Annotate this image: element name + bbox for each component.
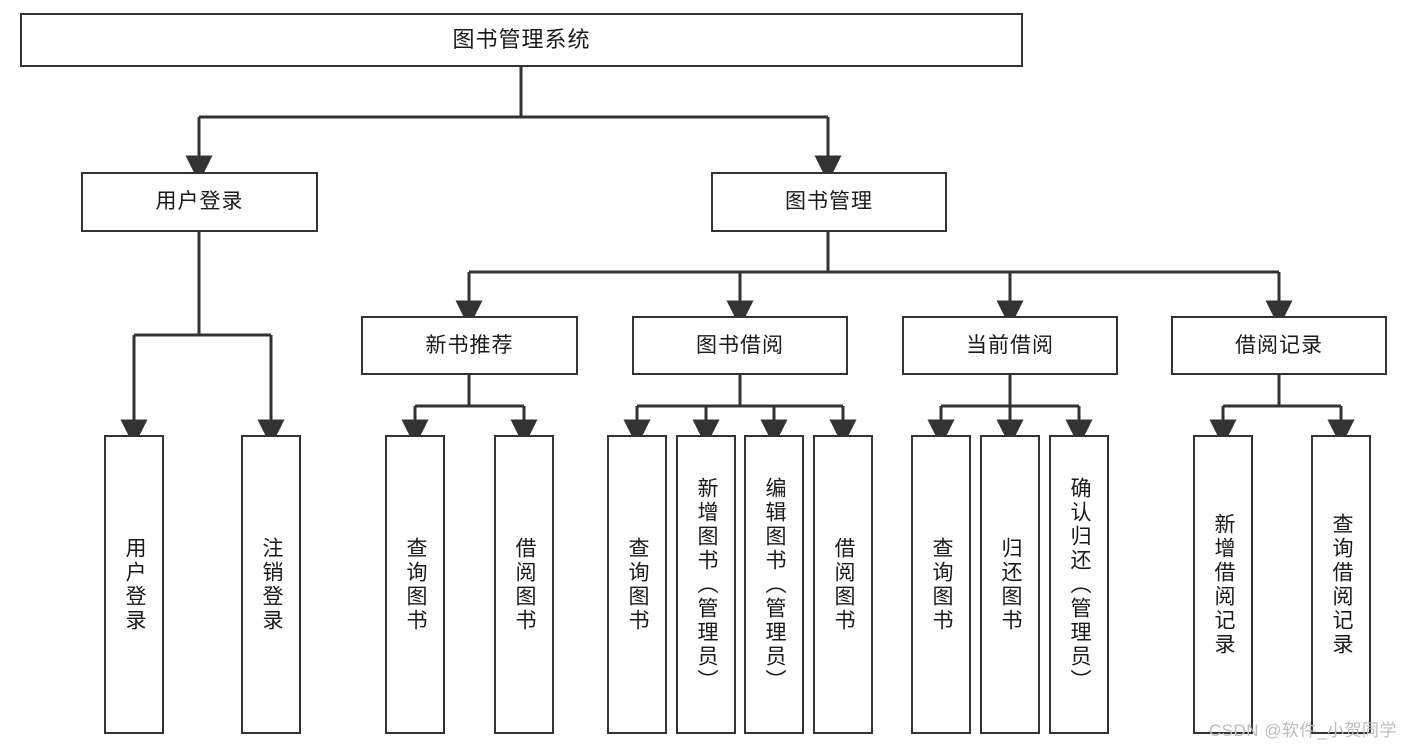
node-new-book-recommend[interactable]: 新书推荐 <box>361 316 578 375</box>
node-label: 编辑图书（管理员） <box>763 476 787 693</box>
node-current-borrow[interactable]: 当前借阅 <box>902 316 1118 375</box>
leaf-new-book-query[interactable]: 查询图书 <box>385 435 445 734</box>
leaf-records-query-record[interactable]: 查询借阅记录 <box>1311 435 1371 734</box>
leaf-current-confirm-return-admin[interactable]: 确认归还（管理员） <box>1049 435 1109 734</box>
leaf-user-login-signin[interactable]: 用户登录 <box>104 435 164 734</box>
leaf-borrow-add-book-admin[interactable]: 新增图书（管理员） <box>676 435 736 734</box>
node-label: 借阅记录 <box>1235 333 1323 357</box>
node-user-login[interactable]: 用户登录 <box>81 172 318 232</box>
node-label: 图书借阅 <box>696 333 784 357</box>
node-label: 图书管理系统 <box>452 26 591 52</box>
node-label: 当前借阅 <box>966 333 1054 357</box>
node-label: 确认归还（管理员） <box>1068 476 1092 693</box>
leaf-borrow-edit-book-admin[interactable]: 编辑图书（管理员） <box>744 435 804 734</box>
node-label: 借阅图书 <box>513 536 537 633</box>
node-label: 新增借阅记录 <box>1212 512 1236 657</box>
leaf-current-query-book[interactable]: 查询图书 <box>911 435 971 734</box>
node-label: 查询图书 <box>626 536 650 633</box>
node-label: 新书推荐 <box>425 333 514 357</box>
node-label: 用户登录 <box>123 536 147 633</box>
leaf-borrow-borrow-book[interactable]: 借阅图书 <box>813 435 873 734</box>
leaf-borrow-query-book[interactable]: 查询图书 <box>607 435 667 734</box>
node-book-management[interactable]: 图书管理 <box>711 172 947 232</box>
node-label: 注销登录 <box>260 536 284 633</box>
leaf-user-login-signout[interactable]: 注销登录 <box>241 435 301 734</box>
leaf-records-add-record[interactable]: 新增借阅记录 <box>1193 435 1253 734</box>
node-root-system[interactable]: 图书管理系统 <box>20 13 1023 67</box>
node-borrow-records[interactable]: 借阅记录 <box>1171 316 1387 375</box>
node-label: 归还图书 <box>999 536 1023 633</box>
node-label: 查询图书 <box>930 536 954 633</box>
leaf-new-book-borrow[interactable]: 借阅图书 <box>494 435 554 734</box>
node-label: 图书管理 <box>785 190 873 214</box>
node-label: 查询借阅记录 <box>1330 512 1354 657</box>
node-label: 新增图书（管理员） <box>695 476 719 693</box>
watermark-text: CSDN @软件_小贺同学 <box>1208 721 1397 740</box>
node-label: 用户登录 <box>155 190 244 214</box>
leaf-current-return-book[interactable]: 归还图书 <box>980 435 1040 734</box>
node-label: 查询图书 <box>404 536 428 633</box>
node-label: 借阅图书 <box>832 536 856 633</box>
node-book-borrow[interactable]: 图书借阅 <box>632 316 848 375</box>
